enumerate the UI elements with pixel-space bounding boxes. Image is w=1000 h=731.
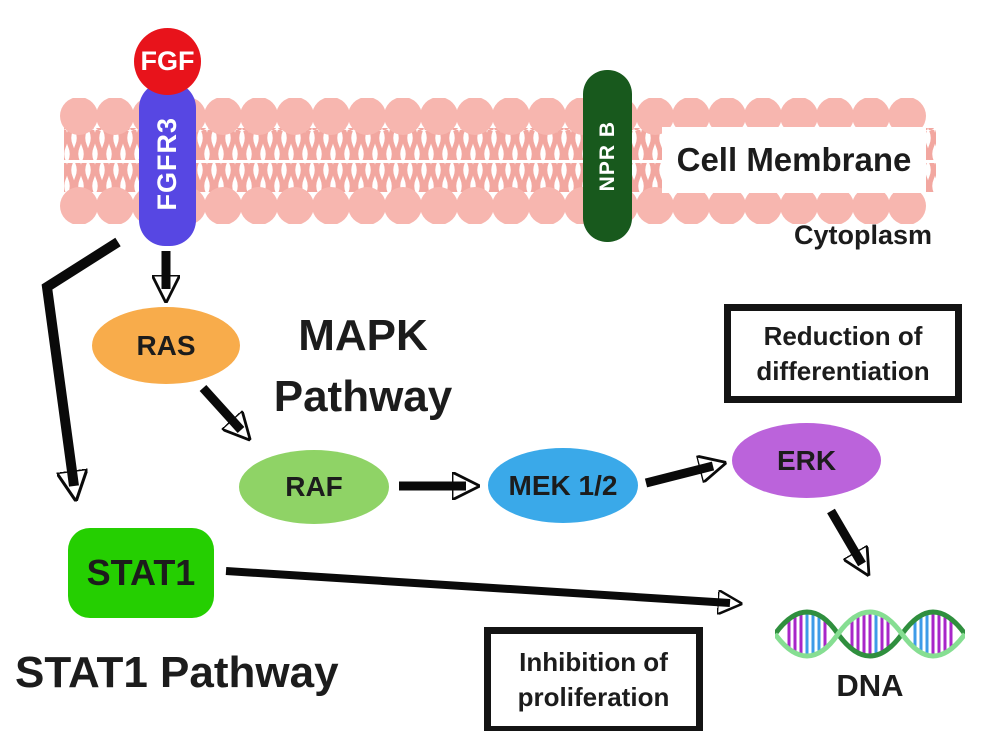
mapk-title-line1: MAPK [255, 305, 471, 366]
arrow-erk-to-dna [831, 511, 862, 564]
mapk-pathway-title: MAPK Pathway [255, 305, 471, 427]
reduction-of-differentiation-box: Reduction of differentiation [724, 304, 962, 403]
cytoplasm-label: Cytoplasm [640, 220, 932, 251]
inhibition-line2: proliferation [518, 680, 670, 715]
stat1-pathway-title: STAT1 Pathway [15, 648, 375, 698]
cell-membrane-text: Cell Membrane [677, 141, 912, 179]
arrow-mek-to-erk [646, 466, 713, 483]
dna-label: DNA [775, 668, 965, 704]
arrow-stat1-to-dna [226, 571, 730, 603]
dna-helix-illustration [775, 608, 965, 660]
reduction-line2: differentiation [756, 354, 929, 389]
fgfr3-receptor: FGFR3 [139, 82, 196, 246]
node-mek: MEK 1/2 [488, 448, 638, 523]
node-ras: RAS [92, 307, 240, 384]
cell-membrane-label: Cell Membrane [662, 127, 926, 193]
inhibition-of-proliferation-box: Inhibition of proliferation [484, 627, 703, 731]
fgfr3-label: FGFR3 [152, 117, 183, 211]
node-erk: ERK [732, 423, 881, 498]
mapk-title-line2: Pathway [255, 366, 471, 427]
arrow-ras-to-raf [203, 388, 241, 430]
node-stat1: STAT1 [68, 528, 214, 618]
nprb-label: NPR B [596, 121, 620, 191]
node-raf: RAF [239, 450, 389, 524]
nprb-receptor: NPR B [583, 70, 632, 242]
fgf-ligand: FGF [134, 28, 201, 95]
dna-rungs [789, 612, 951, 656]
reduction-line1: Reduction of [764, 319, 923, 354]
inhibition-line1: Inhibition of [519, 645, 668, 680]
fgf-label: FGF [141, 46, 195, 77]
